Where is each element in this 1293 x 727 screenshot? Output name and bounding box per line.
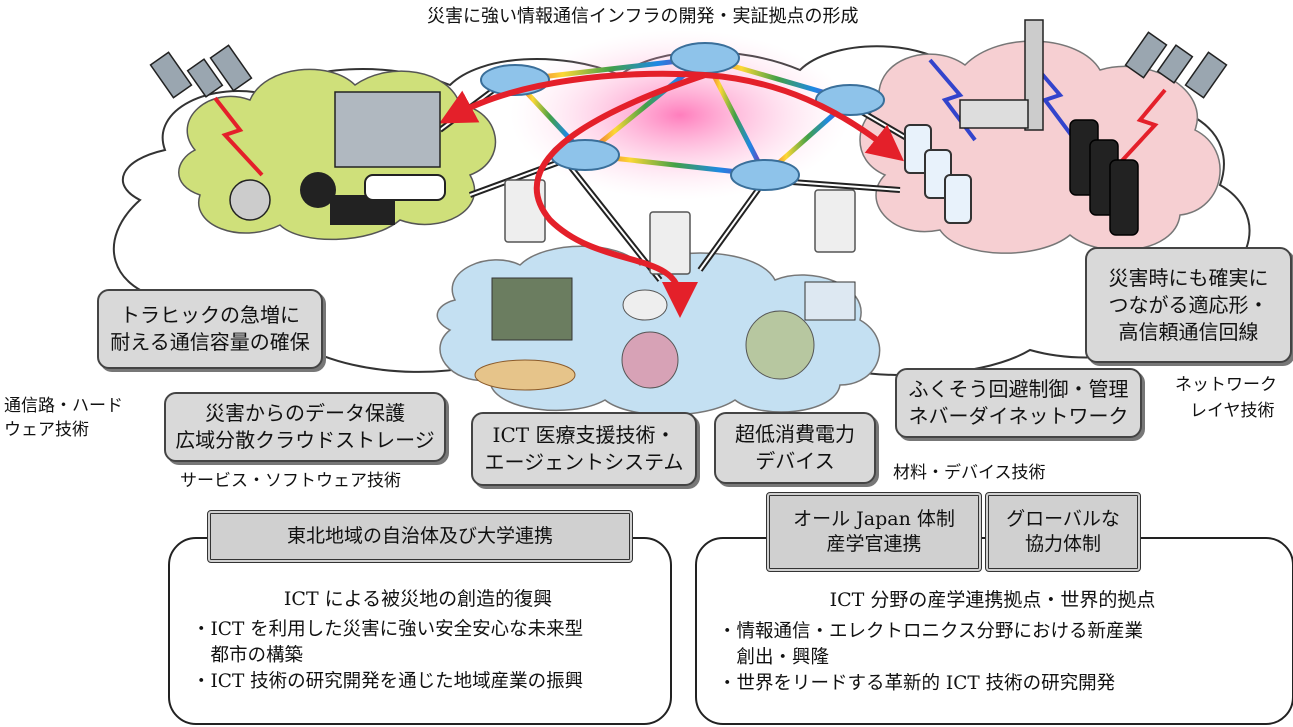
tower-icon xyxy=(1024,19,1044,131)
left-layer-label-1: 通信路・ハード xyxy=(4,396,123,416)
left-bullet-1b: 都市の構築 xyxy=(192,645,304,666)
main-title: 災害に強い情報通信インフラの開発・実証拠点の形成 xyxy=(427,6,859,27)
congestion-control-box: ふくそう回避制御・管理 ネバーダイネットワーク xyxy=(895,368,1142,438)
global-tab-line2: 協力体制 xyxy=(1024,533,1101,555)
congestion-line2: ネバーダイネットワーク xyxy=(908,404,1129,428)
adaptive-line3: 高信頼通信回線 xyxy=(1118,319,1259,344)
traffic-capacity-box: トラヒックの急増に 耐える通信容量の確保 xyxy=(97,289,323,369)
right-bullet-2: ・世界をリードする革新的 ICT 技術の研究開発 xyxy=(718,673,1116,694)
right-panel-heading: ICT 分野の産学連携拠点・世界的拠点 xyxy=(829,589,1156,611)
adaptive-line1: 災害時にも確実に xyxy=(1108,265,1269,290)
left-bullet-2: ・ICT 技術の研究開発を通じた地域産業の振興 xyxy=(192,671,584,692)
low-power-device-box: 超低消費電力 デバイス xyxy=(714,412,876,484)
traffic-line2: 耐える通信容量の確保 xyxy=(110,330,310,354)
congestion-line1: ふくそう回避制御・管理 xyxy=(908,377,1129,401)
lightning-icon-left xyxy=(213,96,264,177)
left-tab-text: 東北地域の自治体及び大学連携 xyxy=(286,525,553,547)
right-panel-bullets: ・情報通信・エレクトロニクス分野における新産業 創出・興隆 ・世界をリードする革… xyxy=(718,619,1143,697)
smartphone-icons xyxy=(904,124,972,224)
lowpower-line2: デバイス xyxy=(755,449,835,473)
cloud-storage-box: 災害からのデータ保護 広域分散クラウドストレージ xyxy=(164,392,446,462)
right-panel-tab-japan: オール Japan 体制 産学官連携 xyxy=(766,492,982,572)
building-icon xyxy=(334,91,441,168)
storage-line1: 災害からのデータ保護 xyxy=(205,401,405,425)
lowpower-line1: 超低消費電力 xyxy=(735,422,855,446)
traffic-line1: トラヒックの急増に xyxy=(120,303,300,327)
left-layer-label-2: ウェア技術 xyxy=(4,420,89,440)
left-bullet-1a: ・ICT を利用した災害に強い安全安心な未来型 xyxy=(192,619,584,640)
left-panel-heading: ICT による被災地の創造的復興 xyxy=(283,588,553,610)
tree-icon xyxy=(300,172,336,208)
station-icon xyxy=(959,99,1029,129)
adaptive-line-box: 災害時にも確実に つながる適応形・ 高信頼通信回線 xyxy=(1085,247,1292,363)
japan-tab-line1: オール Japan 体制 xyxy=(793,508,955,530)
right-layer-label-2: レイヤ技術 xyxy=(1190,401,1275,421)
tablet-icon xyxy=(804,281,856,321)
medical-line1: ICT 医療支援技術・ xyxy=(492,423,676,447)
adaptive-line2: つながる適応形・ xyxy=(1108,292,1269,317)
material-layer-label: 材料・デバイス技術 xyxy=(893,463,1046,483)
medical-support-box: ICT 医療支援技術・ エージェントシステム xyxy=(471,412,697,486)
elderly-people-icon xyxy=(621,331,679,389)
left-panel-tab: 東北地域の自治体及び大学連携 xyxy=(207,510,633,563)
dish-icon xyxy=(229,179,271,221)
service-layer-label: サービス・ソフトウェア技術 xyxy=(180,471,401,491)
right-panel-tab-global: グローバルな 協力体制 xyxy=(985,492,1141,572)
doctor-patient-icon xyxy=(745,310,815,380)
mobile-phone-icons xyxy=(1069,119,1139,236)
highway-photo xyxy=(491,277,573,341)
satellite-icon-left xyxy=(149,44,253,99)
left-panel xyxy=(168,537,672,725)
storage-line2: 広域分散クラウドストレージ xyxy=(175,428,435,452)
mobile-phone-icon xyxy=(622,289,668,321)
medical-line2: エージェントシステム xyxy=(484,450,684,474)
left-panel-bullets: ・ICT を利用した災害に強い安全安心な未来型 都市の構築 ・ICT 技術の研究… xyxy=(192,617,583,695)
right-bullet-1a: ・情報通信・エレクトロニクス分野における新産業 xyxy=(718,621,1143,642)
lightning-icon-right xyxy=(1116,88,1167,167)
satellite-icon-right xyxy=(1124,31,1228,99)
global-tab-line1: グローバルな xyxy=(1006,508,1120,530)
right-layer-label-1: ネットワーク xyxy=(1175,375,1277,395)
right-bullet-1b: 創出・興隆 xyxy=(718,647,830,668)
car-icon xyxy=(364,174,446,201)
food-icon xyxy=(474,359,576,391)
japan-tab-line2: 産学官連携 xyxy=(826,533,922,555)
radio-wave-icon-2 xyxy=(1028,58,1077,142)
router-icons xyxy=(480,42,885,191)
